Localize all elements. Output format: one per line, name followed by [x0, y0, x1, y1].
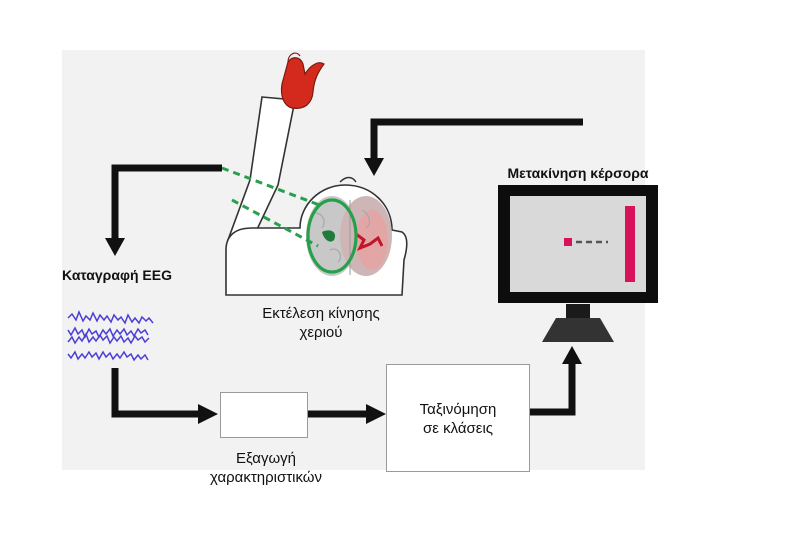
arrow-features-to-classifier — [308, 404, 386, 424]
feature-extraction-label-line1: Εξαγωγή — [235, 450, 297, 467]
head-brain-icon — [225, 176, 408, 296]
feature-extraction-label-line2: χαρακτηριστικών — [209, 469, 323, 486]
hand-movement-label-line2: χεριού — [299, 324, 343, 341]
arrow-monitor-to-head — [364, 118, 583, 176]
eeg-waveform-icon — [67, 310, 154, 362]
arrow-to-eeg — [105, 164, 222, 256]
classification-label-line1: Ταξινόμηση — [419, 401, 497, 418]
feature-extraction-box — [220, 392, 308, 438]
hand-movement-label-line1: Εκτέλεση κίνησης — [262, 305, 380, 322]
motor-link-beams — [221, 166, 323, 248]
eeg-recording-label: Καταγραφή EEG — [62, 267, 172, 283]
arrow-classifier-to-monitor — [530, 346, 582, 416]
monitor-icon — [498, 185, 658, 342]
arrow-eeg-to-features — [111, 368, 218, 424]
classification-box — [386, 364, 530, 472]
classification-label-line2: σε κλάσεις — [422, 420, 494, 437]
cursor-movement-label: Μετακίνηση κέρσορα — [507, 165, 649, 181]
